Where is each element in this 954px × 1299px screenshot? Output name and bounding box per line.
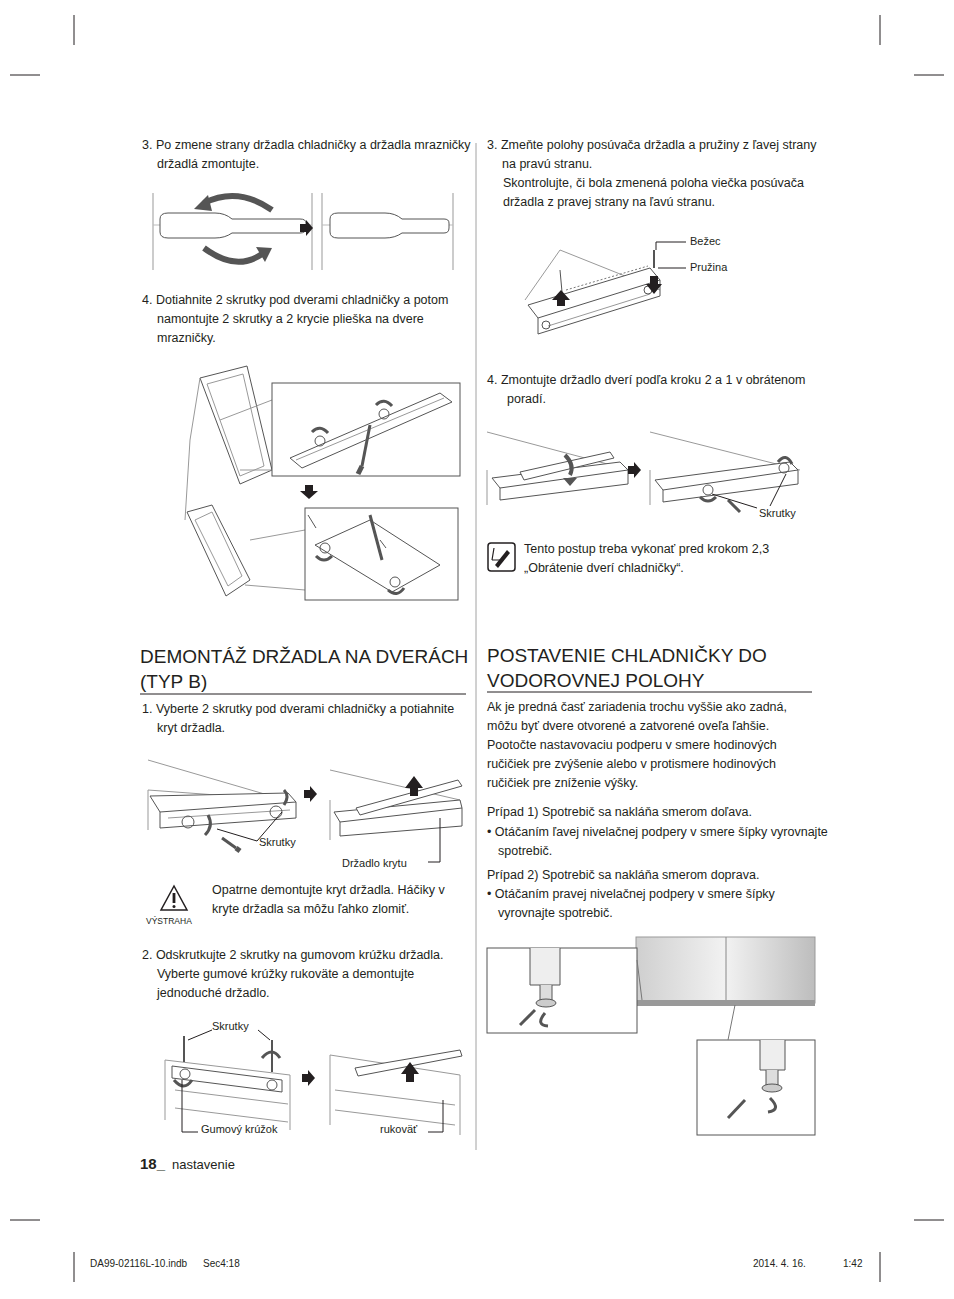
handle-removal-illustration <box>165 1030 462 1135</box>
part-label: Gumový krúžok <box>201 1122 277 1136</box>
cover-removal-illustration <box>148 760 462 862</box>
footer-text: DA99-02116L-10.indb <box>90 1258 187 1270</box>
footer-text: 1:42 <box>843 1258 862 1270</box>
leveling-illustration <box>487 937 815 1135</box>
footer-text: Sec4:18 <box>203 1258 240 1270</box>
bullet-text: • Otáčaním pravej nivelačnej podpery v s… <box>487 885 828 923</box>
warning-label: VÝSTRAHA <box>146 916 192 926</box>
runner-spring-illustration <box>525 242 686 334</box>
body-text: Prípad 1) Spotrebič sa nakláňa smerom do… <box>487 803 817 822</box>
part-label: Skrutky <box>259 835 296 849</box>
step-text: 4. Zmontujte držadlo dverí podľa kroku 2… <box>487 371 837 409</box>
part-label: Skrutky <box>759 506 796 520</box>
warning-icon <box>161 886 187 910</box>
part-label: Skrutky <box>212 1019 249 1033</box>
step-text: 1. Vyberte 2 skrutky pod dverami chladni… <box>142 700 477 738</box>
step-text: 4. Dotiahnite 2 skrutky pod dverami chla… <box>142 291 477 348</box>
part-label: Bežec <box>690 234 721 248</box>
body-text: Ak je predná časť zariadenia trochu vyšš… <box>487 698 817 793</box>
note-icon <box>488 543 515 571</box>
handle-swap-illustration <box>153 193 453 270</box>
note-text: Tento postup treba vykonať pred krokom 2… <box>524 540 816 578</box>
section-name: nastavenie <box>172 1157 235 1173</box>
reassembly-illustration <box>487 432 800 512</box>
part-label: Držadlo krytu <box>342 856 407 870</box>
part-label: Pružina <box>690 260 727 274</box>
section-heading: DEMONTÁŽ DRŽADLA NA DVERÁCH (TYP B) <box>140 644 470 694</box>
crop-marks <box>10 15 944 1282</box>
footer-text: 2014. 4. 16. <box>753 1258 806 1270</box>
bullet-text: • Otáčaním ľavej nivelačnej podpery v sm… <box>487 823 828 861</box>
column-divider <box>476 143 477 1150</box>
door-screw-illustration <box>185 366 460 600</box>
step-text: Skontrolujte, či bola zmenená poloha vie… <box>503 174 817 212</box>
heading-rule <box>487 692 812 693</box>
heading-rule <box>140 694 466 695</box>
step-text: 2. Odskrutkujte 2 skrutky na gumovom krú… <box>142 946 477 1003</box>
part-label: rukoväť <box>380 1122 417 1136</box>
step-text: 3. Po zmene strany držadla chladničky a … <box>142 136 477 174</box>
step-text: 3. Zmeňte polohy posúvača držadla a pruž… <box>487 136 832 174</box>
page-number: 18_ <box>140 1155 165 1173</box>
warning-text: Opatrne demontujte kryt držadla. Háčiky … <box>212 881 468 919</box>
body-text: Prípad 2) Spotrebič sa nakláňa smerom do… <box>487 866 817 885</box>
section-heading: POSTAVENIE CHLADNIČKY DO VODOROVNEJ POLO… <box>487 643 817 693</box>
